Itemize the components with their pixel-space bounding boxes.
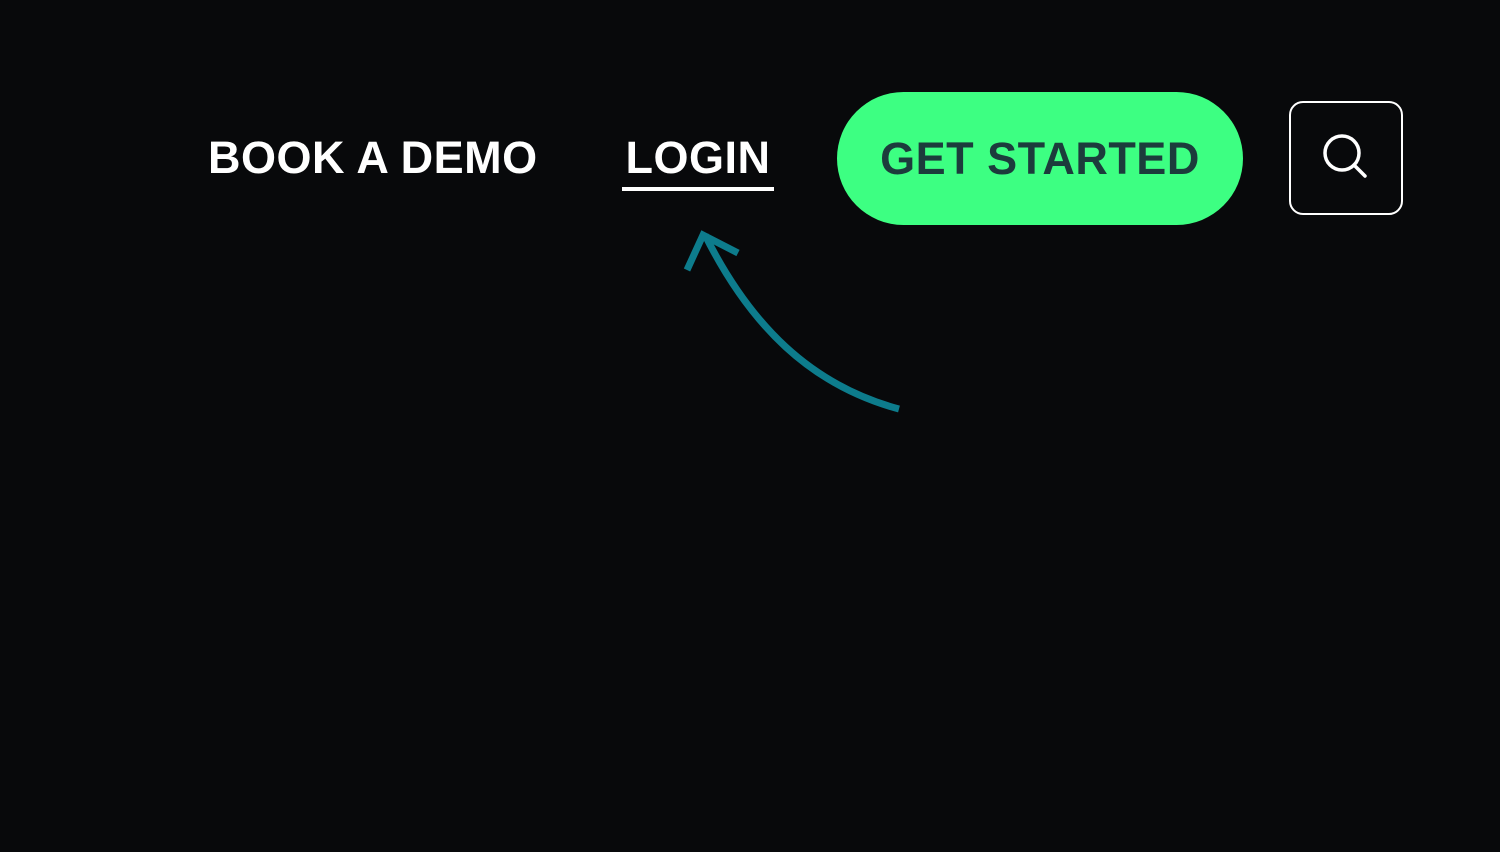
login-active-underline (622, 187, 774, 191)
nav-link-book-a-demo[interactable]: BOOK A DEMO (208, 132, 538, 183)
search-button[interactable] (1289, 101, 1403, 215)
get-started-button[interactable]: GET STARTED (837, 92, 1243, 225)
search-icon (1323, 134, 1367, 178)
curved-arrow-annotation-icon (683, 230, 900, 413)
nav-link-login[interactable]: LOGIN (625, 132, 771, 183)
